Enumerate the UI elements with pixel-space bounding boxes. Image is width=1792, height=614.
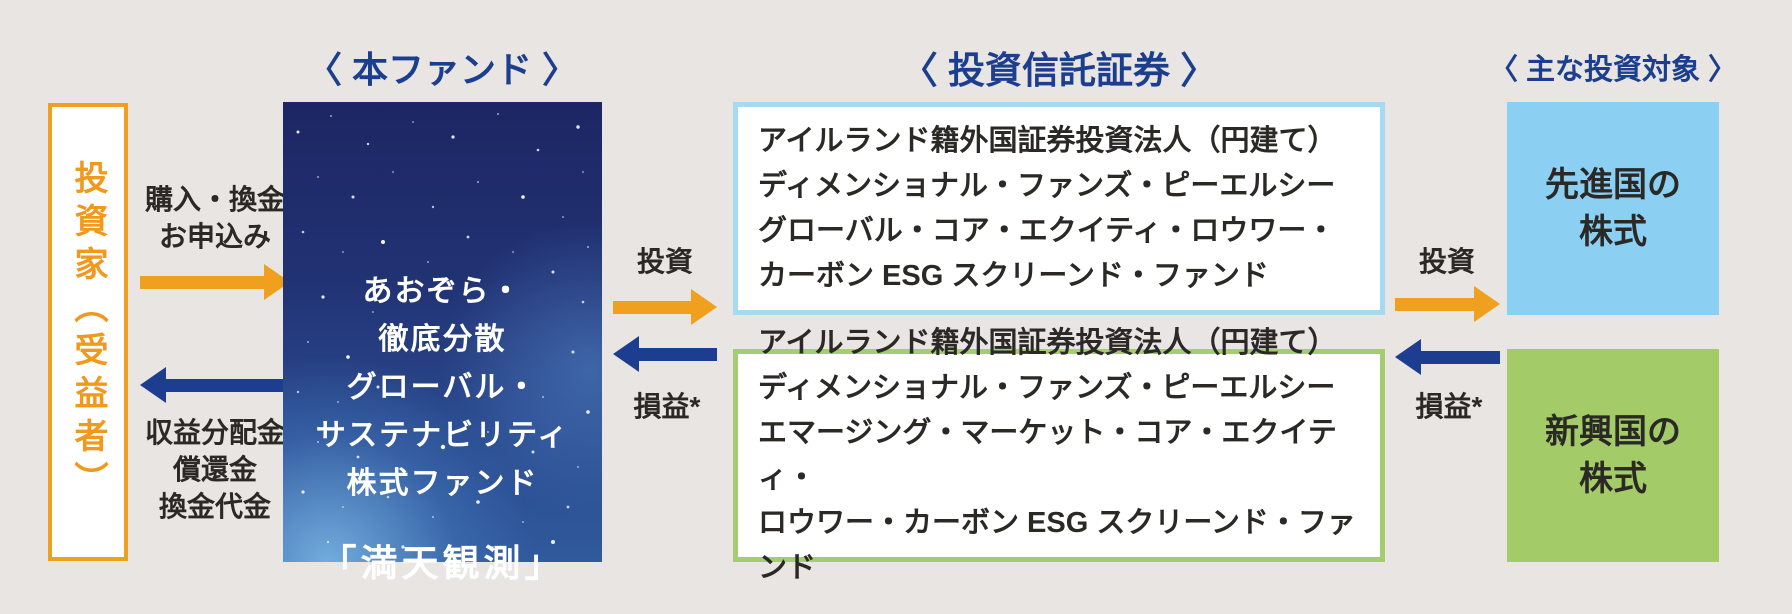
- purchase-arrow: [140, 264, 290, 300]
- arrow-shaft: [140, 275, 264, 289]
- trust-securities-column-header: 〈 投資信託証券 〉: [900, 50, 1218, 91]
- trust-securities-emerging-text: アイルランド籍外国証券投資法人（円建て） ディメンショナル・ファンズ・ピーエルシ…: [758, 326, 1356, 584]
- invest-mid-label: 投資: [636, 246, 694, 277]
- arrow-head: [1474, 286, 1500, 322]
- target-emerging-markets-box: 新興国の 株式: [1507, 349, 1719, 562]
- arrow-shaft: [166, 378, 290, 392]
- redemption-flow-label: 収益分配金 償還金 換金代金: [144, 417, 286, 522]
- starfield-decoration: [296, 113, 590, 549]
- arrow-head: [691, 289, 717, 325]
- investor-label: 投資家（受益者）: [69, 160, 107, 504]
- purchase-flow-label: 購入・換金 お申込み: [144, 184, 286, 252]
- trust-securities-developed-text: アイルランド籍外国証券投資法人（円建て） ディメンショナル・ファンズ・ピーエルシ…: [758, 124, 1337, 292]
- fund-box: あおぞら・ 徹底分散 グローバル・ サステナビリティ 株式ファンド 「満天観測」: [283, 102, 602, 584]
- fund-nickname: 「満天観測」: [319, 543, 566, 584]
- investor-box: 投資家（受益者）: [48, 103, 128, 561]
- redemption-arrow: [140, 367, 290, 403]
- trust-securities-emerging-box: アイルランド籍外国証券投資法人（円建て） ディメンショナル・ファンズ・ピーエルシ…: [733, 327, 1385, 584]
- profit-loss-right-arrow: [1395, 339, 1500, 375]
- arrow-shaft: [1395, 297, 1474, 311]
- invest-mid-arrow: [613, 289, 717, 325]
- arrow-head: [613, 336, 639, 372]
- trust-securities-developed-box: アイルランド籍外国証券投資法人（円建て） ディメンショナル・ファンズ・ピーエルシ…: [733, 102, 1385, 315]
- fund-name: あおぞら・ 徹底分散 グローバル・ サステナビリティ 株式ファンド: [315, 275, 570, 500]
- investment-target-column-header: 〈 主な投資対象 〉: [1488, 54, 1738, 86]
- arrow-shaft: [639, 347, 717, 361]
- invest-right-arrow: [1395, 286, 1500, 322]
- target-developed-markets-text: 先進国の 株式: [1545, 165, 1681, 251]
- profit-loss-right-label: 損益*: [1415, 391, 1483, 422]
- profit-loss-mid-label: 損益*: [633, 391, 701, 422]
- arrow-head: [1395, 339, 1421, 375]
- profit-loss-mid-arrow: [613, 336, 717, 372]
- arrow-shaft: [1421, 350, 1500, 364]
- target-emerging-markets-text: 新興国の 株式: [1545, 412, 1681, 498]
- arrow-head: [140, 367, 166, 403]
- invest-right-label: 投資: [1418, 246, 1476, 277]
- fund-column-header: 〈 本ファンド 〉: [305, 49, 579, 90]
- arrow-shaft: [613, 300, 691, 314]
- target-developed-markets-box: 先進国の 株式: [1507, 102, 1719, 315]
